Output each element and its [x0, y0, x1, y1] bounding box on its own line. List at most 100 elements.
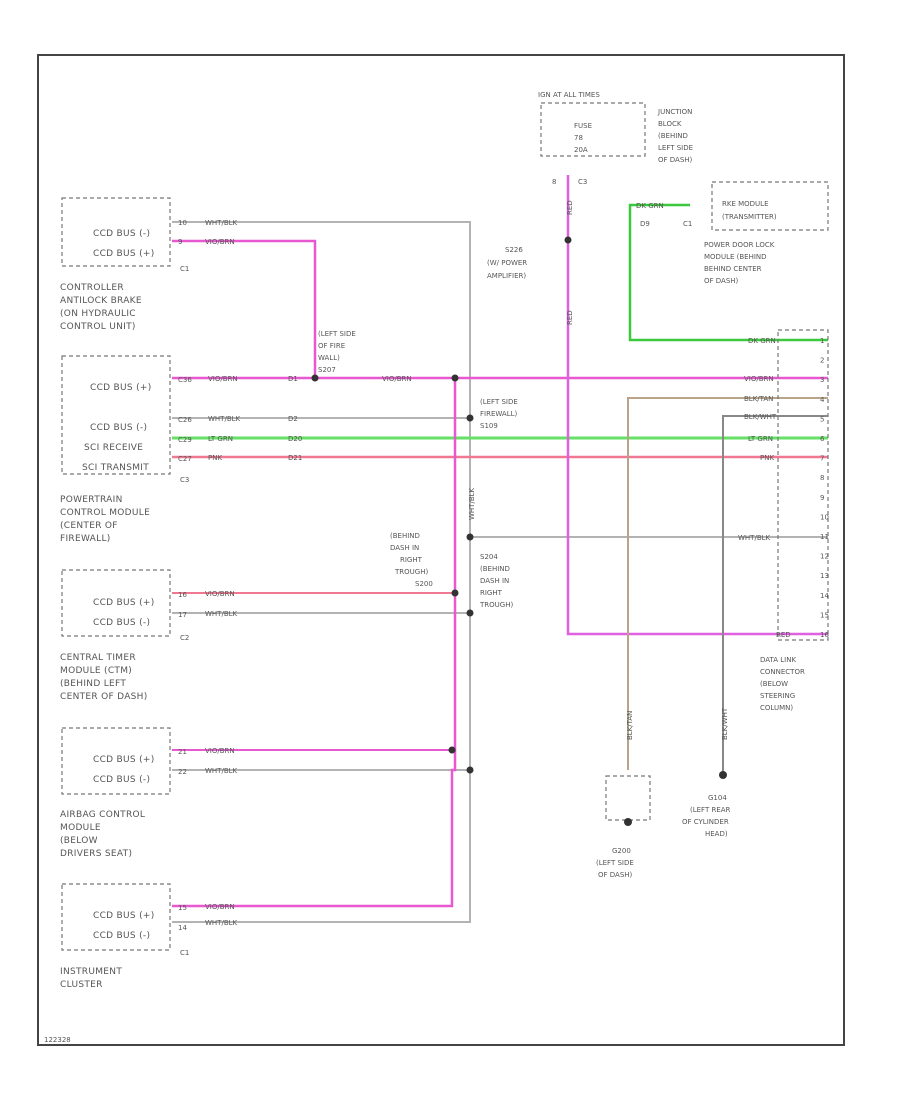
pcm-pin-label-2: CCD BUS (-) — [90, 423, 147, 433]
wire-label-dlc-ltgrn: LT GRN — [748, 435, 773, 443]
abs-box — [61, 197, 171, 267]
pcm-pin-2: C26 — [178, 416, 192, 424]
door-lock-name-2: MODULE (BEHIND — [704, 253, 767, 261]
dlc-name-1: DATA LINK — [760, 656, 796, 664]
wire-label-doorlock-dkgrn: DK GRN — [636, 202, 664, 210]
dlc-pin-11: 11 — [820, 533, 829, 541]
pcm-name-3: (CENTER OF — [60, 521, 118, 531]
airbag-box — [61, 727, 171, 795]
wire-label-abs-2: VIO/BRN — [205, 238, 235, 246]
door-lock-pin: D9 — [640, 220, 650, 228]
fuse-block: IGN AT ALL TIMES FUSE 78 20A JUNCTION BL… — [538, 91, 693, 186]
wire-label-pcm-2: WHT/BLK — [208, 415, 241, 423]
wire-label-dlc-pnk: PNK — [760, 454, 774, 462]
splice-dot-s200-b — [466, 533, 474, 541]
pcm-name-2: CONTROL MODULE — [60, 508, 150, 518]
splice-dot-s109-a — [451, 374, 459, 382]
wire-label-ctm-1: VIO/BRN — [205, 590, 235, 598]
door-lock-title-2: (TRANSMITTER) — [722, 213, 777, 221]
abs-pin-label-2: CCD BUS (+) — [93, 249, 155, 259]
ctm-pin-num-1: 16 — [178, 591, 187, 599]
splice-s200-2: DASH IN — [390, 544, 419, 552]
splice-dot-airbag-b — [466, 766, 474, 774]
door-lock-name-4: OF DASH) — [704, 277, 739, 285]
airbag-pin-num-2: 22 — [178, 768, 187, 776]
abs-name-4: CONTROL UNIT) — [60, 322, 136, 332]
wire-label-pcm-1b: VIO/BRN — [382, 375, 412, 383]
splice-dot-s226 — [564, 236, 572, 244]
fuse-location-4: LEFT SIDE — [658, 144, 693, 152]
grounds: G200 (LEFT SIDE OF DASH) G104 (LEFT REAR… — [596, 771, 731, 879]
wire-label-dlc-red: RED — [776, 631, 791, 639]
pcm-name-4: FIREWALL) — [60, 534, 111, 544]
splice-dot-airbag-a — [448, 746, 456, 754]
splice-s109-3: S109 — [480, 422, 498, 430]
wire-label-cluster-1: VIO/BRN — [205, 903, 235, 911]
wire-label-pcm-3: LT GRN — [208, 435, 233, 443]
dlc-pin-14: 14 — [820, 592, 829, 600]
diagram-id: 122328 — [44, 1036, 71, 1044]
wire-label-blkwht-vertical: BLK/WHT — [721, 707, 729, 740]
wire-label-dlc-dkgrn: DK GRN — [748, 337, 776, 345]
ground-g200-box — [605, 775, 651, 821]
pcm-wire-id-1: D1 — [288, 375, 298, 383]
pcm-pin-3: C29 — [178, 436, 192, 444]
ctm-name-2: MODULE (CTM) — [60, 666, 132, 676]
dlc-pin-15: 15 — [820, 611, 829, 619]
splice-s204-3: DASH IN — [480, 577, 509, 585]
pcm-box — [61, 355, 171, 475]
diagram-frame — [37, 54, 845, 1046]
pcm-name-1: POWERTRAIN — [60, 495, 123, 505]
splice-s109-2: FIREWALL) — [480, 410, 518, 418]
fuse-location-2: BLOCK — [658, 120, 682, 128]
dlc-pin-2: 2 — [820, 357, 824, 365]
abs-pin-num-2: 9 — [178, 238, 182, 246]
ground-g104-2: (LEFT REAR — [690, 806, 731, 814]
wire-label-bus-vertical: WHT/BLK — [468, 487, 476, 520]
module-airbag: CCD BUS (+) CCD BUS (-) 21 22 AIRBAG CON… — [60, 727, 187, 859]
airbag-pin-label-1: CCD BUS (+) — [93, 755, 155, 765]
module-door-lock: RKE MODULE (TRANSMITTER) D9 C1 POWER DOO… — [640, 181, 829, 285]
wire-label-red-vertical-2: RED — [566, 310, 574, 325]
splice-s200-3: RIGHT — [400, 556, 423, 564]
splice-s204-1: S204 — [480, 553, 498, 561]
module-abs: CCD BUS (-) CCD BUS (+) 10 9 C1 CONTROLL… — [60, 197, 189, 332]
airbag-name-1: AIRBAG CONTROL — [60, 810, 145, 820]
splice-s207-3: WALL) — [318, 354, 340, 362]
abs-name-3: (ON HYDRAULIC — [60, 309, 136, 319]
ground-g104-1: G104 — [708, 794, 727, 802]
pcm-pin-label-3: SCI RECEIVE — [84, 443, 143, 453]
splice-s200-5: S200 — [415, 580, 433, 588]
splice-dot-s200-c — [466, 609, 474, 617]
dlc-pin-3: 3 — [820, 376, 824, 384]
ctm-connector: C2 — [180, 634, 189, 642]
wire-label-cluster-2: WHT/BLK — [205, 919, 238, 927]
cluster-name-2: CLUSTER — [60, 980, 103, 990]
wire-abs-wht-blk — [172, 221, 471, 923]
dlc-pin-6: 6 — [820, 435, 825, 443]
splice-s207-1: (LEFT SIDE — [318, 330, 356, 338]
splice-dot-s109-b — [466, 414, 474, 422]
wire-label-dlc-whtblk: WHT/BLK — [738, 534, 771, 542]
fuse-pin: 8 — [552, 178, 556, 186]
wire-label-blktan-vertical: BLK/TAN — [626, 711, 634, 740]
wire-abs-vio-brn — [172, 239, 317, 378]
airbag-pin-num-1: 21 — [178, 748, 187, 756]
cluster-pin-label-1: CCD BUS (+) — [93, 911, 155, 921]
abs-name-1: CONTROLLER — [60, 283, 124, 293]
module-cluster: CCD BUS (+) CCD BUS (-) 15 14 C1 INSTRUM… — [60, 883, 189, 990]
dlc-pin-10: 10 — [820, 513, 829, 521]
door-lock-name-1: POWER DOOR LOCK — [704, 241, 775, 249]
airbag-name-4: DRIVERS SEAT) — [60, 849, 132, 859]
wire-labels: WHT/BLK VIO/BRN VIO/BRN VIO/BRN WHT/BLK … — [205, 200, 791, 927]
pcm-pin-4: C27 — [178, 455, 192, 463]
dlc-name-2: CONNECTOR — [760, 668, 805, 676]
dlc-name-4: STEERING — [760, 692, 795, 700]
wire-label-abs-1: WHT/BLK — [205, 219, 238, 227]
splice-dot-s207 — [311, 374, 319, 382]
wire-label-red-vertical: RED — [566, 200, 574, 215]
ground-g200-2: (LEFT SIDE — [596, 859, 634, 867]
dlc-pin-4: 4 — [820, 396, 825, 404]
